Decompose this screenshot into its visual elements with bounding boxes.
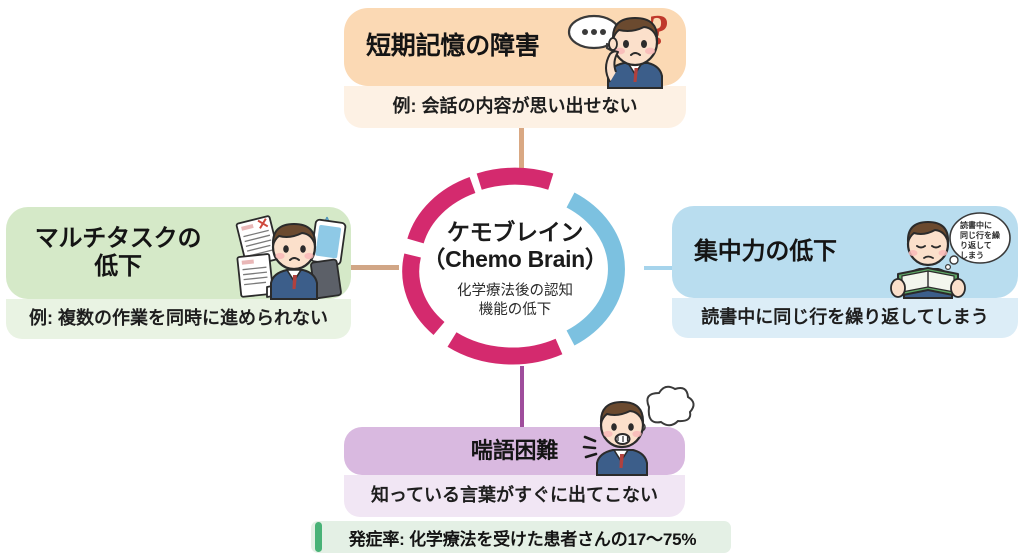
card-concentration[interactable]: 集中力の低下 読書中に 同じ行を繰 り返して しまう: [672, 206, 1018, 338]
connector-left: [337, 265, 399, 270]
card-right-title: 集中力の低下: [694, 237, 837, 265]
footer-accent-bar: [315, 522, 322, 552]
prevalence-footer: 発症率: 化学療法を受けた患者さんの17〜75%: [311, 521, 731, 553]
bubble-line-1: 読書中に: [960, 220, 992, 230]
overwhelmed-boy-icon: [233, 207, 351, 300]
card-top-header: 短期記憶の障害 ?: [344, 6, 686, 89]
card-short-term-memory[interactable]: 短期記憶の障害 ?: [344, 8, 686, 128]
connector-top: [519, 118, 524, 176]
card-word-finding[interactable]: 喘語困難: [344, 385, 695, 517]
card-bottom-title: 喘語困難: [470, 438, 559, 464]
reading-boy-icon: 読書中に 同じ行を繰 り返して しまう: [884, 208, 1012, 299]
speechless-boy-icon: [579, 385, 695, 476]
thinking-boy-icon: ?: [562, 6, 682, 89]
card-left-title: マルチタスクの 低下: [34, 224, 202, 280]
card-left-header: マルチタスクの 低下: [6, 207, 351, 300]
card-left-caption: 例: 複数の作業を同時に進められない: [6, 299, 351, 339]
card-right-caption: 読書中に同じ行を繰り返してしまう: [672, 298, 1018, 338]
card-top-title: 短期記憶の障害: [366, 32, 540, 61]
card-multitasking[interactable]: マルチタスクの 低下: [6, 207, 351, 339]
card-bottom-caption: 知っている言葉がすぐに出てこない: [344, 475, 685, 517]
bubble-line-4: しまう: [960, 251, 984, 260]
center-hub: ケモブレイン （Chemo Brain） 化学療法後の認知 機能の低下: [384, 163, 646, 375]
footer-text: 発症率: 化学療法を受けた患者さんの17〜75%: [348, 529, 697, 549]
card-top-caption: 例: 会話の内容が思い出せない: [344, 86, 686, 128]
card-bottom-header: 喘語困難: [344, 385, 695, 476]
connector-bottom: [520, 366, 524, 428]
bubble-line-3: り返して: [960, 240, 992, 250]
card-right-header: 集中力の低下 読書中に 同じ行を繰 り返して しまう: [672, 206, 1018, 299]
bubble-line-2: 同じ行を繰: [960, 230, 1001, 240]
